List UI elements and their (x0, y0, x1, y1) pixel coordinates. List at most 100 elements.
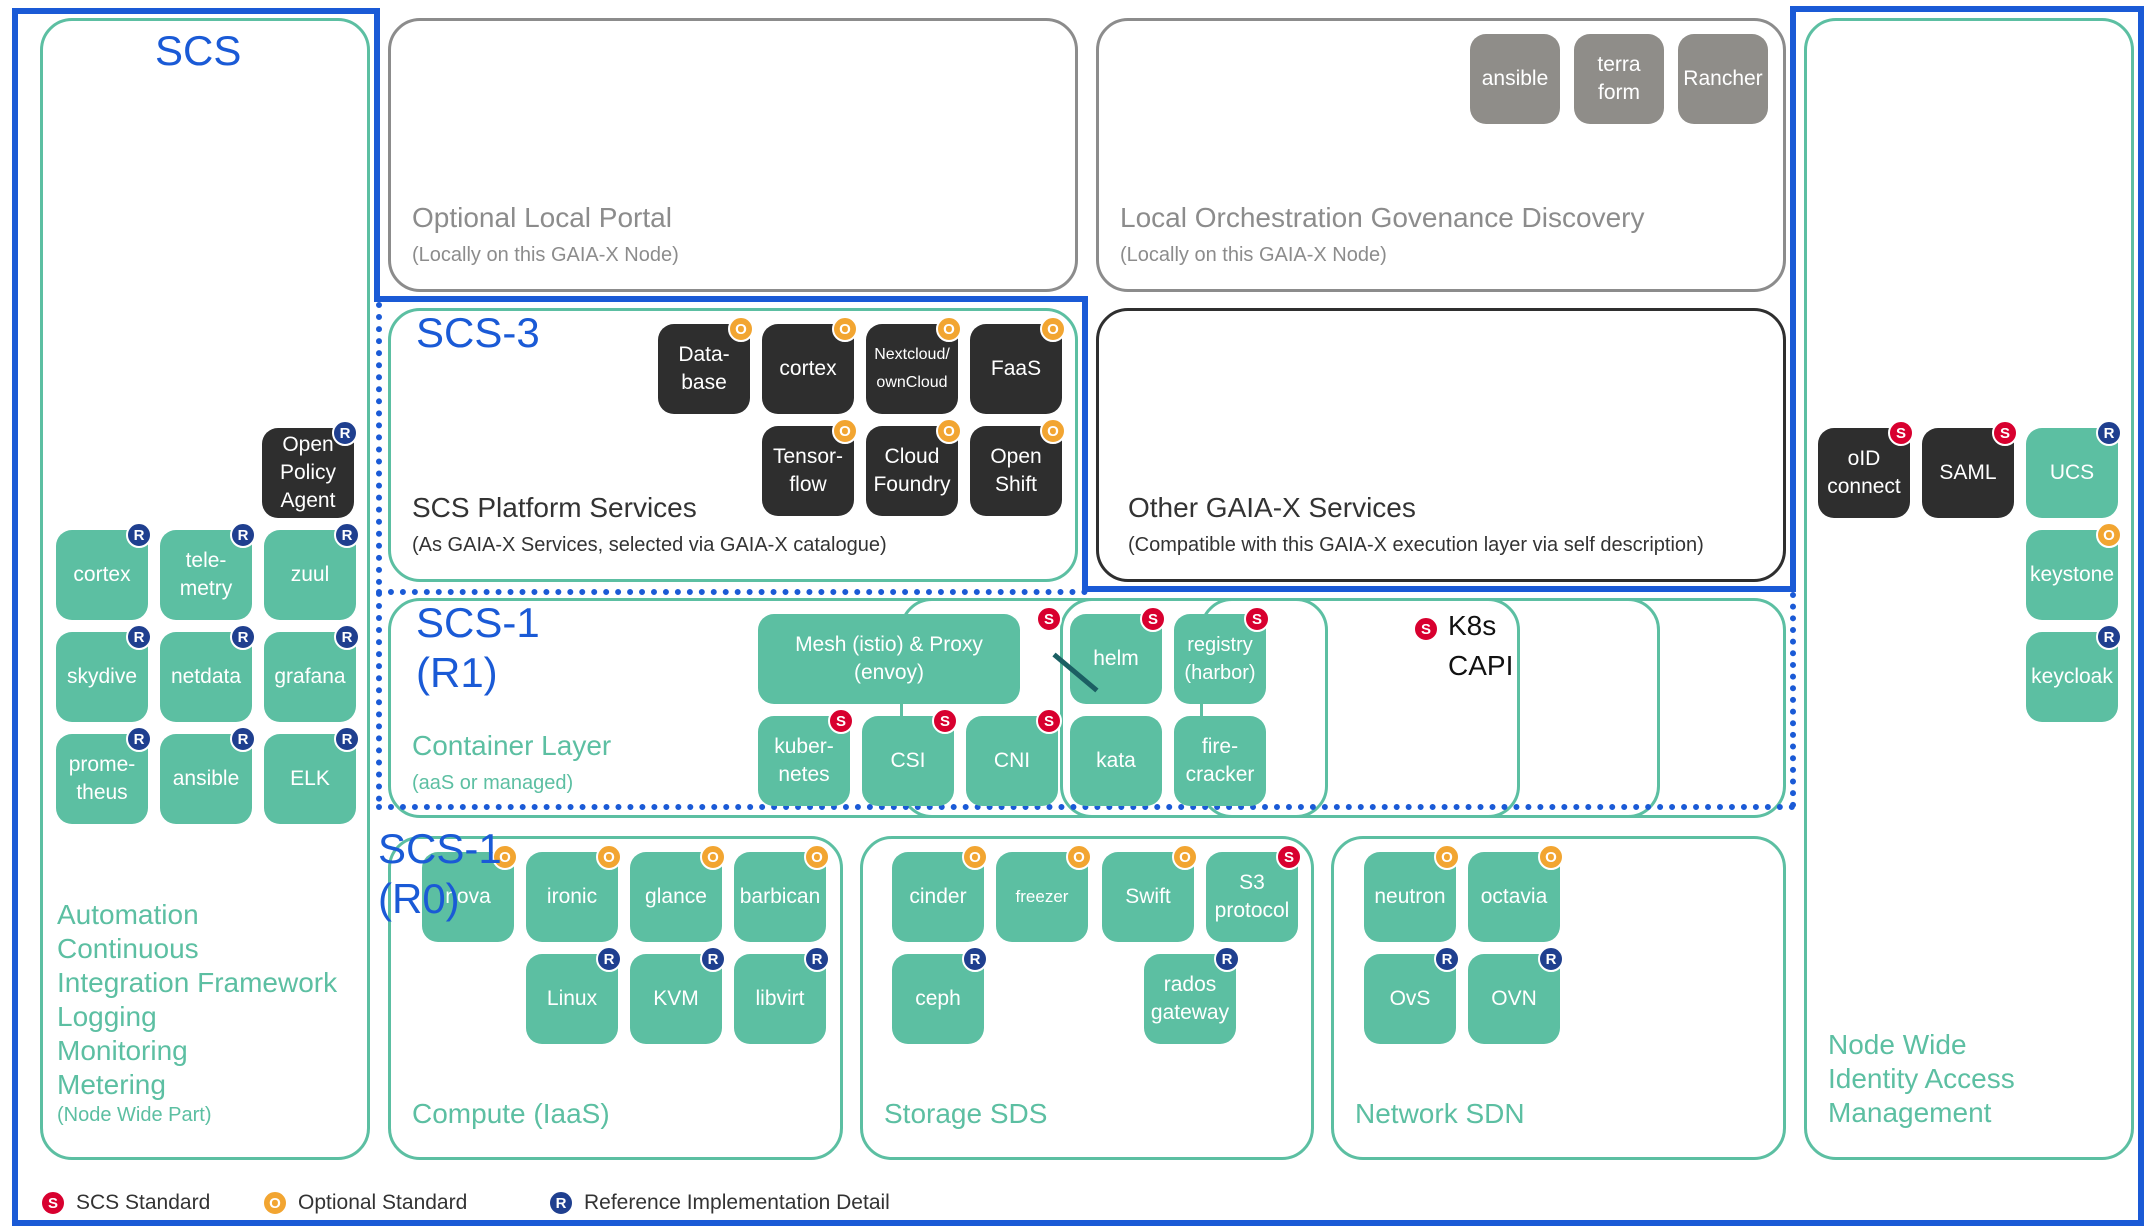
opa-reference-badge: R (332, 420, 358, 446)
cloudfoundry-optional-badge: O (936, 418, 962, 444)
network-panel (1331, 836, 1786, 1160)
database-optional-badge: O (728, 316, 754, 342)
scs-label: SCS (155, 27, 242, 74)
saml-standard-badge: S (1992, 420, 2018, 446)
csi-standard-badge: S (932, 708, 958, 734)
tensorflow-optional-badge: O (832, 418, 858, 444)
zuul-reference-badge: R (334, 522, 360, 548)
legend-optional-label: Optional Standard (298, 1191, 468, 1214)
s3-standard-badge: S (1276, 844, 1302, 870)
scs1-dotted-right (1790, 592, 1796, 808)
scs3-label: SCS-3 (416, 309, 540, 356)
other-services-subtitle: (Compatible with this GAIA-X execution l… (1128, 534, 1704, 556)
octavia-optional-badge: O (1538, 844, 1564, 870)
compute-title: Compute (IaaS) (412, 1098, 610, 1129)
firecracker-component: fire- cracker (1174, 716, 1266, 806)
cinder-optional-badge: O (962, 844, 988, 870)
openshift-optional-badge: O (1040, 418, 1066, 444)
netdata-reference-badge: R (230, 624, 256, 650)
keycloak-reference-badge: R (2096, 624, 2122, 650)
scs-outline-mid-top (376, 296, 1088, 302)
container-layer-panel (388, 598, 1328, 818)
linux-component: Linux (526, 954, 618, 1044)
nextcloud-optional-badge: O (936, 316, 962, 342)
ovn-component: OVN (1468, 954, 1560, 1044)
elk-reference-badge: R (334, 726, 360, 752)
identity-panel (1804, 18, 2134, 1160)
ansible-orchestration-component: ansible (1470, 34, 1560, 124)
scs1-r1-label: SCS-1 (R1) (416, 599, 540, 696)
platform-services-title: SCS Platform Services (412, 492, 697, 523)
container-layer-panel-4 (1200, 598, 1786, 818)
rados-reference-badge: R (1214, 946, 1240, 972)
ceph-reference-badge: R (962, 946, 988, 972)
linux-reference-badge: R (596, 946, 622, 972)
ucs-reference-badge: R (2096, 420, 2122, 446)
orchestration-subtitle: (Locally on this GAIA-X Node) (1120, 244, 1387, 266)
scs3-dotted-bottom (376, 589, 1088, 595)
legend-standard-badge: S (40, 1190, 66, 1216)
automation-panel (40, 18, 370, 1160)
mesh-proxy-component: Mesh (istio) & Proxy (envoy) (758, 614, 1020, 704)
grafana-reference-badge: R (334, 624, 360, 650)
open-policy-agent-component: Open Policy Agent (262, 428, 354, 518)
scs1-dotted-bottom (376, 804, 1796, 810)
automation-subtitle: (Node Wide Part) (57, 1104, 212, 1126)
glance-optional-badge: O (700, 844, 726, 870)
scs1-r0-label: SCS-1 (R0) (378, 825, 502, 922)
kata-component: kata (1070, 716, 1162, 806)
libvirt-reference-badge: R (804, 946, 830, 972)
scs-outline-right-top (1790, 6, 1796, 592)
legend: S SCS Standard O Optional Standard R Ref… (40, 1190, 940, 1220)
platform-services-panel (388, 308, 1078, 582)
other-services-panel (1096, 308, 1786, 582)
ovs-reference-badge: R (1434, 946, 1460, 972)
cortex-platform-optional-badge: O (832, 316, 858, 342)
storage-panel (860, 836, 1314, 1160)
legend-reference-badge: R (548, 1190, 574, 1216)
scs-outline-top-right (1790, 6, 2144, 12)
cortex-reference-badge: R (126, 522, 152, 548)
k8s-standard-badge: S (1413, 616, 1439, 642)
container-layer-subtitle: (aaS or managed) (412, 772, 574, 794)
ironic-optional-badge: O (596, 844, 622, 870)
orchestration-title: Local Orchestration Govenance Discovery (1120, 202, 1645, 233)
platform-services-subtitle: (As GAIA-X Services, selected via GAIA-X… (412, 534, 887, 556)
cloudfoundry-component: Cloud Foundry (866, 426, 958, 516)
legend-reference-label: Reference Implementation Detail (584, 1191, 890, 1214)
scs-outline-bottom (12, 1220, 2144, 1226)
kubernetes-standard-badge: S (828, 708, 854, 734)
terraform-component: terra form (1574, 34, 1664, 124)
other-services-title: Other GAIA-X Services (1128, 492, 1416, 523)
legend-standard-label: SCS Standard (76, 1191, 211, 1214)
network-title: Network SDN (1355, 1098, 1525, 1129)
freezer-optional-badge: O (1066, 844, 1092, 870)
keystone-optional-badge: O (2096, 522, 2122, 548)
cni-standard-badge: S (1036, 708, 1062, 734)
nova-optional-badge: O (492, 844, 518, 870)
swift-component: Swift (1102, 852, 1194, 942)
rancher-component: Rancher (1678, 34, 1768, 124)
orchestration-panel (1096, 18, 1786, 292)
skydive-reference-badge: R (126, 624, 152, 650)
automation-title: Automation Continuous Integration Framew… (57, 899, 338, 1100)
barbican-optional-badge: O (804, 844, 830, 870)
telemetry-reference-badge: R (230, 522, 256, 548)
storage-title: Storage SDS (884, 1098, 1048, 1129)
scs-outline-top-left (370, 8, 380, 302)
local-portal-subtitle: (Locally on this GAIA-X Node) (412, 244, 679, 266)
ovn-reference-badge: R (1538, 946, 1564, 972)
ansible-reference-badge: R (230, 726, 256, 752)
local-portal-title: Optional Local Portal (412, 202, 672, 233)
kvm-reference-badge: R (700, 946, 726, 972)
k8s-capi-label: K8s CAPI (1448, 610, 1514, 681)
scs3-dotted-left (376, 302, 382, 802)
identity-title: Node Wide Identity Access Management (1828, 1029, 2015, 1128)
local-portal-panel (388, 18, 1078, 292)
oidconnect-standard-badge: S (1888, 420, 1914, 446)
skydive-component: skydive (56, 632, 148, 722)
helm-standard-badge: S (1140, 606, 1166, 632)
container-layer-title: Container Layer (412, 730, 612, 761)
scs3-outline-bottom (1082, 586, 1794, 592)
